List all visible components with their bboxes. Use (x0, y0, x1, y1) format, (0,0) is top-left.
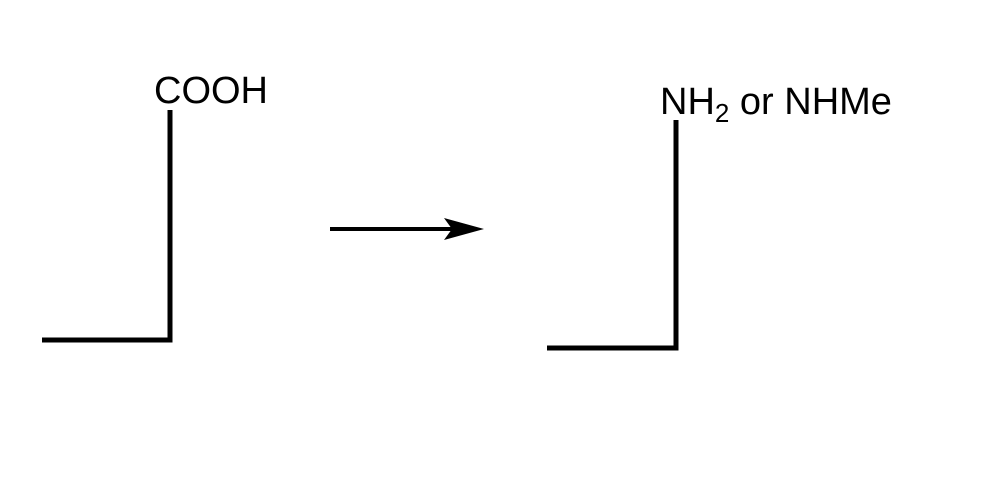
product-substituent-suffix: or NHMe (729, 81, 892, 123)
reaction-arrow (330, 218, 484, 240)
product-substituent-prefix: NH (660, 81, 715, 123)
product-structure (547, 120, 676, 351)
reactant-structure (42, 110, 170, 343)
reactant-substituent-label: COOH (154, 72, 268, 110)
product-substituent-label: NH2 or NHMe (660, 83, 892, 121)
product-substituent-subscript: 2 (715, 98, 729, 128)
